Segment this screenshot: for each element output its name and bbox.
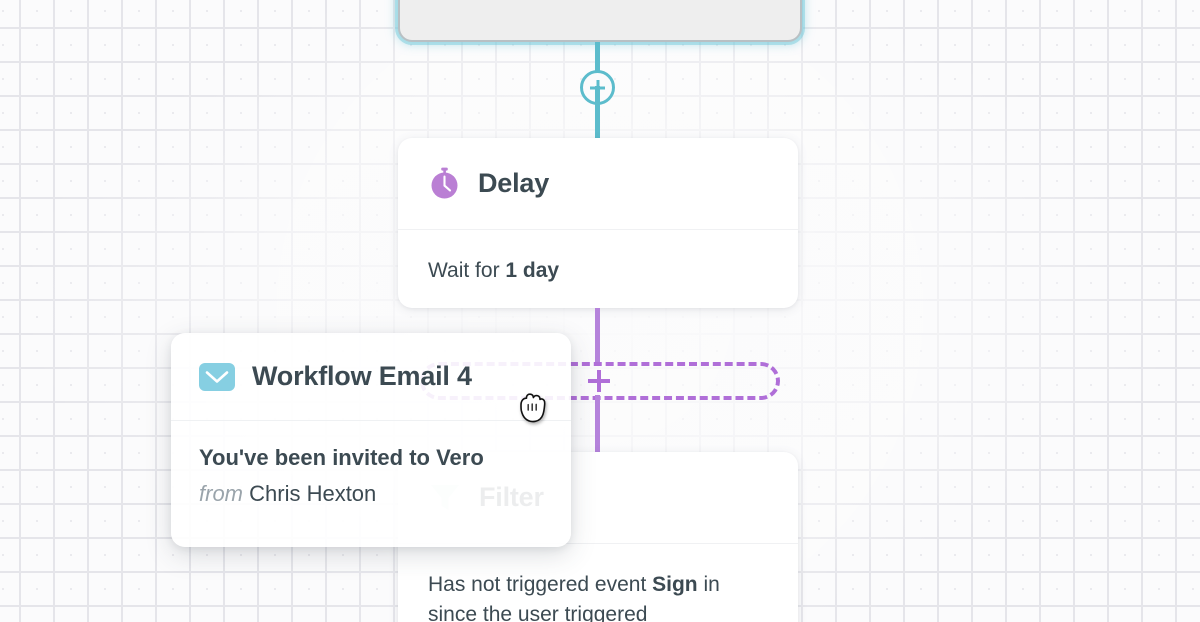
add-step-button-teal[interactable] [580,70,615,105]
dragged-card-title: Workflow Email 4 [252,361,472,391]
connector-line-purple-upper [595,308,600,366]
email-from-label: from [199,480,243,506]
delay-body-prefix: Wait for [428,259,506,282]
filter-body-line2: in since the user triggered [428,573,720,622]
delay-card-body: Wait for 1 day [398,230,798,312]
envelope-icon [199,362,235,391]
email-subject: You've been invited to Vero [199,445,484,470]
delay-card-title: Delay [478,168,550,198]
add-step-button-purple[interactable] [588,370,610,392]
email-sender: from Chris Hexton [199,477,543,510]
filter-body-prefix: Has not triggered event [428,573,653,596]
filter-card-body: Has not triggered event Sign in since th… [398,544,798,622]
selected-node-card[interactable] [398,0,802,42]
connector-line-purple-lower [595,395,600,455]
stopwatch-icon [428,167,461,200]
dragged-card-body: You've been invited to Vero from Chris H… [171,421,571,532]
node-card-delay[interactable]: Delay Wait for 1 day [398,138,798,308]
filter-body-value: Sign [652,573,698,596]
delay-card-header: Delay [398,138,798,230]
dragged-node-card-workflow-email[interactable]: Workflow Email 4 You've been invited to … [171,333,571,547]
dragged-card-header: Workflow Email 4 [171,333,571,421]
email-from-name: Chris Hexton [249,480,377,506]
delay-body-value: 1 day [505,259,560,282]
